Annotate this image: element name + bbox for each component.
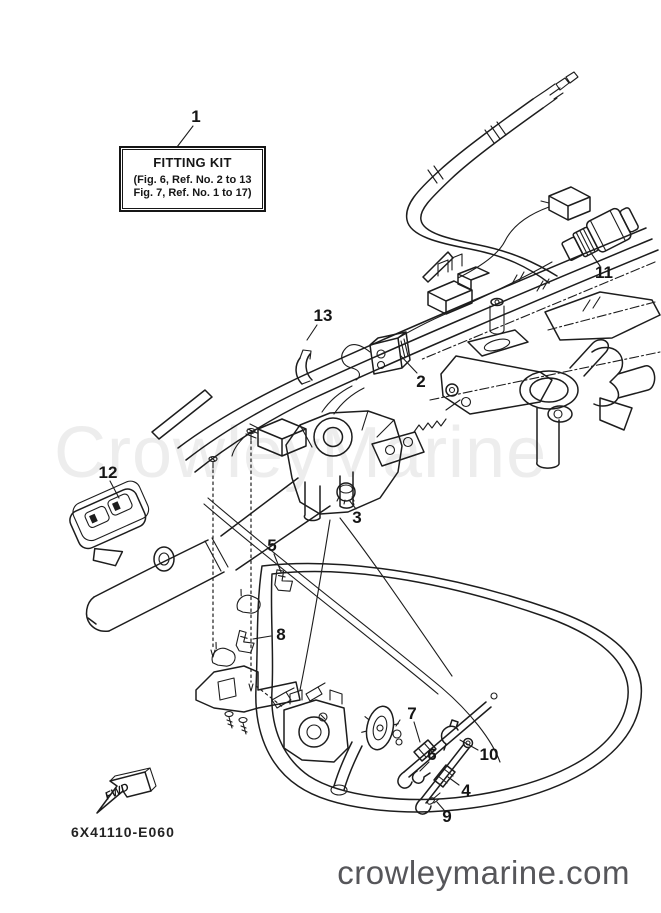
mount-rail-art <box>151 227 661 473</box>
callout-9: 9 <box>442 807 452 826</box>
handle-connector-art <box>231 418 307 457</box>
wire-connector-art <box>457 186 591 279</box>
callout-1: 1 <box>191 107 201 126</box>
callout-12: 12 <box>98 463 118 482</box>
callout-5: 5 <box>267 536 277 555</box>
cable-clamp-13-art <box>295 349 313 385</box>
fitting-kit-box: FITTING KIT (Fig. 6, Ref. No. 2 to 13 Fi… <box>119 146 266 212</box>
fitting-kit-title: FITTING KIT <box>153 155 232 170</box>
connector-2-art <box>341 331 411 381</box>
fitting-kit-ref: (Fig. 6, Ref. No. 2 to 13 Fig. 7, Ref. N… <box>134 174 252 200</box>
callout-13: 13 <box>313 306 333 325</box>
callout-6: 6 <box>427 745 437 764</box>
cable-clamp-8-art <box>206 627 257 672</box>
fwd-label: FWD <box>103 781 131 802</box>
diagram-code: 6X41110-E060 <box>71 824 175 840</box>
site-name: crowleymarine.com <box>337 854 630 891</box>
callout-leaders <box>109 125 601 811</box>
steering-arm-art <box>413 339 661 469</box>
callout-3: 3 <box>352 508 362 527</box>
grommet-art <box>336 482 356 505</box>
callout-4: 4 <box>461 781 471 800</box>
switch-assembly-art <box>69 480 150 567</box>
cable-clamp-5-art <box>231 566 296 619</box>
cable-loop-art <box>203 497 642 813</box>
callout-8: 8 <box>276 625 286 644</box>
tiller-handle-art <box>85 385 425 632</box>
linkage-rods-art <box>397 692 498 815</box>
fitting-kit-box-inner: FITTING KIT (Fig. 6, Ref. No. 2 to 13 Fi… <box>122 149 263 209</box>
callout-7: 7 <box>407 704 417 723</box>
callout-11: 11 <box>595 263 613 282</box>
callout-2: 2 <box>416 372 426 391</box>
throttle-cables-art <box>405 71 579 284</box>
callout-10: 10 <box>479 745 499 764</box>
fwd-arrow: FWD <box>96 767 157 814</box>
control-unit-art <box>255 682 403 796</box>
fitting-kit-ref-line1: (Fig. 6, Ref. No. 2 to 13 <box>133 174 252 186</box>
fitting-kit-ref-line2: Fig. 7, Ref. No. 1 to 17) <box>133 187 252 199</box>
